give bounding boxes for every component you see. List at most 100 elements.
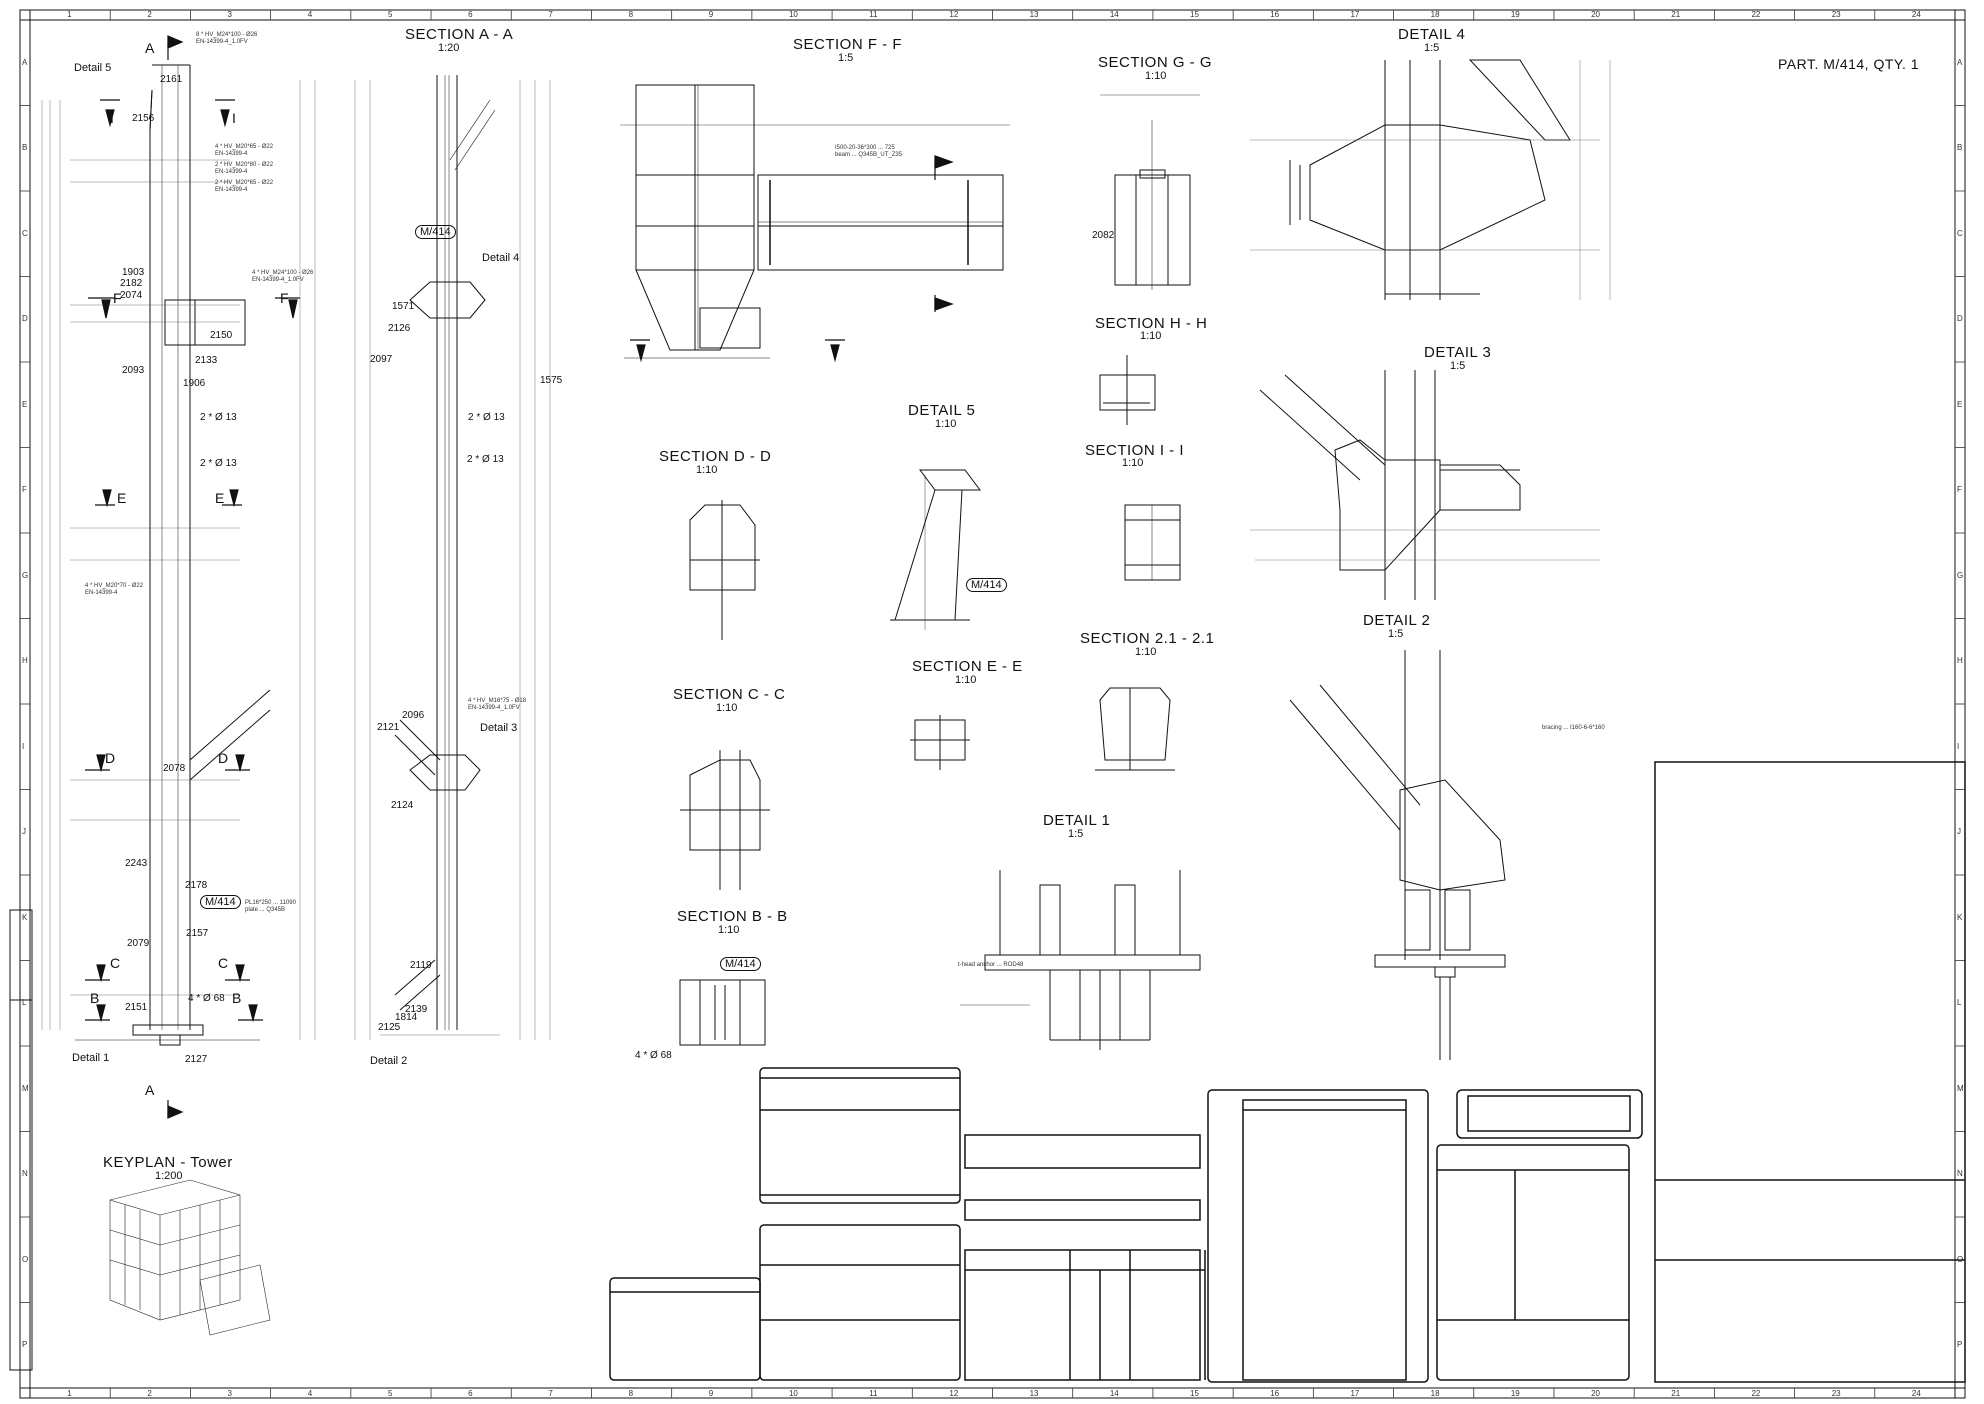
row-label-right: K	[1957, 912, 1963, 922]
note-bolt3: 2 * HV_M20*80 - Ø22	[215, 162, 274, 168]
note-hole1b: 2 * Ø 13	[200, 458, 237, 469]
column-label-bottom: 5	[387, 1389, 393, 1398]
section-dd-scale: 1:10	[696, 464, 718, 476]
column-label-top: 5	[387, 10, 393, 19]
detail5-scale: 1:10	[935, 418, 957, 430]
column-label-bottom: 6	[468, 1389, 473, 1398]
column-label-bottom: 10	[788, 1389, 798, 1398]
row-label-left: E	[22, 399, 28, 409]
callout-detail2: Detail 2	[370, 1055, 408, 1067]
row-label-right: A	[1957, 57, 1963, 67]
row-label-left: F	[22, 485, 27, 495]
part-number: 2139	[405, 1004, 428, 1015]
part-number: 2178	[185, 880, 208, 891]
column-label-top: 23	[1831, 10, 1841, 19]
row-label-right: M	[1957, 1083, 1964, 1093]
column-label-top: 8	[628, 10, 634, 19]
column-label-top: 18	[1430, 10, 1440, 19]
row-label-right: I	[1957, 741, 1960, 751]
detail5-title: DETAIL 5	[908, 402, 976, 419]
row-label-left: A	[22, 57, 28, 67]
note-hole-aa: 2 * Ø 13	[468, 412, 505, 423]
part-number: 2124	[391, 800, 414, 811]
member-tag-aa: M/414	[415, 225, 456, 239]
elevation-view	[41, 64, 316, 1046]
note-hole1: 2 * Ø 13	[200, 412, 237, 423]
mark-b-left: B	[90, 990, 100, 1006]
mark-c-left: C	[110, 955, 121, 971]
column-label-bottom: 9	[708, 1389, 714, 1398]
column-label-top: 14	[1109, 10, 1119, 19]
section-bb-scale: 1:10	[718, 924, 740, 936]
row-label-left: N	[22, 1169, 28, 1179]
column-label-bottom: 21	[1671, 1389, 1681, 1398]
detail2-view	[1289, 650, 1506, 1060]
row-label-right: P	[1957, 1340, 1963, 1350]
section-dd-view	[689, 500, 760, 640]
part-number: 1903	[122, 267, 145, 278]
row-label-right: B	[1957, 143, 1963, 153]
note-bracing: bracing ... I160-6-6*160	[1542, 725, 1605, 731]
section-ii-view	[1124, 504, 1181, 581]
note-bolt7: 4 * HV_M16*75 - Ø18	[468, 698, 527, 704]
part-number: 2125	[378, 1022, 401, 1033]
column-label-bottom: 22	[1751, 1389, 1761, 1398]
section-ii-title: SECTION I - I	[1085, 442, 1185, 459]
detail4-view	[1250, 59, 1611, 300]
detail1-scale: 1:5	[1068, 828, 1084, 840]
detail4-scale: 1:5	[1424, 42, 1440, 54]
section-cc-view	[680, 750, 770, 890]
detail2-scale: 1:5	[1388, 628, 1404, 640]
column-label-top: 9	[708, 10, 714, 19]
mark-e-right: E	[215, 490, 225, 506]
note-bolt2: 4 * HV_M20*65 - Ø22	[215, 144, 274, 150]
row-label-left: G	[22, 570, 29, 580]
part-number: 1575	[540, 375, 563, 386]
column-label-top: 22	[1751, 10, 1761, 19]
section-hh-scale: 1:10	[1140, 330, 1162, 342]
detail4-title: DETAIL 4	[1398, 26, 1466, 43]
column-label-bottom: 14	[1109, 1389, 1119, 1398]
part-number: 2097	[370, 354, 393, 365]
section-dd-title: SECTION D - D	[659, 448, 772, 465]
part-number: 2082	[1092, 230, 1115, 241]
note-bolt1: 8 * HV_M24*100 - Ø26	[196, 32, 258, 38]
sheet-border	[19, 9, 1966, 1399]
row-label-right: E	[1957, 399, 1963, 409]
part-number: 2150	[210, 330, 233, 341]
column-label-top: 15	[1190, 10, 1199, 19]
row-label-left: M	[22, 1083, 29, 1093]
section-aa-scale: 1:20	[438, 42, 460, 54]
column-label-bottom: 24	[1911, 1389, 1921, 1398]
note-beam: I500-20-36*300 ... 725	[835, 145, 895, 151]
note-bolt5b: EN-14399-4_1.0FV	[252, 277, 304, 283]
section-ee-scale: 1:10	[955, 674, 977, 686]
column-label-bottom: 13	[1029, 1389, 1039, 1398]
part-number: 2074	[120, 290, 143, 301]
row-label-left: I	[22, 741, 25, 751]
column-label-top: 7	[548, 10, 553, 19]
row-label-right: F	[1957, 485, 1962, 495]
section-hh-view	[1099, 355, 1156, 425]
section-ff-scale: 1:5	[838, 52, 854, 64]
column-label-bottom: 11	[869, 1389, 878, 1398]
part-number: 2157	[186, 928, 209, 939]
keyplan-view	[109, 1179, 271, 1336]
column-label-top: 12	[949, 10, 959, 19]
column-label-top: 11	[869, 10, 878, 19]
column-label-bottom: 3	[227, 1389, 232, 1398]
note-hole2-bb: 4 * Ø 68	[635, 1050, 672, 1061]
row-label-left: L	[22, 998, 27, 1008]
note-hole2: 4 * Ø 68	[188, 993, 225, 1004]
column-label-top: 19	[1510, 10, 1520, 19]
column-label-top: 24	[1911, 10, 1921, 19]
section-ee-view	[910, 715, 970, 770]
column-label-bottom: 19	[1510, 1389, 1520, 1398]
column-label-bottom: 8	[628, 1389, 634, 1398]
row-label-left: O	[22, 1254, 29, 1264]
section-21-view	[1095, 687, 1175, 771]
part-number: 2133	[195, 355, 218, 366]
member-tag-bb: M/414	[720, 957, 761, 971]
part-number: 2182	[120, 278, 143, 289]
detail1-view	[960, 870, 1201, 1050]
